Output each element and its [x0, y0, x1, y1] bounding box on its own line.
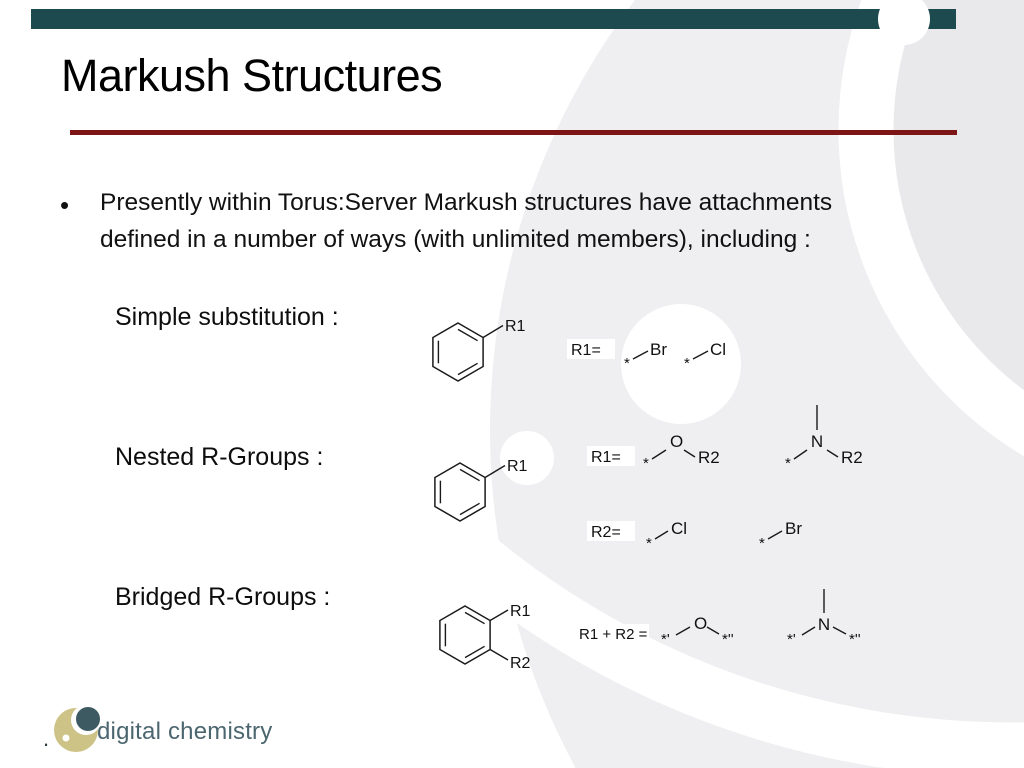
r1-definition-simple: R1= * Br * Cl: [567, 339, 726, 372]
svg-text:R1: R1: [505, 318, 526, 335]
logo-moon-dot: [76, 707, 100, 731]
svg-text:Br: Br: [650, 340, 667, 359]
bg-circle-white-large: [621, 304, 741, 424]
svg-text:*: *: [684, 355, 690, 372]
bg-ring-bottom: [146, 0, 1024, 768]
svg-text:*': *': [787, 631, 796, 648]
svg-text:N: N: [811, 432, 823, 451]
benzene-r1-simple: R1: [432, 318, 526, 382]
top-bar: [31, 9, 956, 29]
r1r2-definition-bridged: R1 + R2 = *' O *'' *' N *'': [575, 589, 861, 648]
r2-definition-nested: R2= * Cl * Br: [587, 519, 802, 552]
svg-text:*: *: [624, 355, 630, 372]
svg-text:*: *: [759, 535, 765, 552]
svg-text:R1 + R2 =: R1 + R2 =: [579, 626, 648, 643]
svg-text:R1: R1: [507, 458, 528, 475]
top-bar-circle-accent: [878, 0, 930, 45]
svg-text:Br: Br: [785, 519, 802, 538]
svg-text:O: O: [694, 614, 707, 633]
svg-text:R2: R2: [510, 655, 531, 672]
logo-period: .: [43, 726, 50, 751]
r1-definition-nested: R1= * O R2 * N R2: [587, 405, 863, 472]
svg-text:R2: R2: [698, 448, 720, 467]
benzene-r1-nested: R1: [434, 458, 528, 522]
digital-chemistry-logo-text: digital chemistry: [97, 718, 273, 745]
svg-text:*: *: [646, 535, 652, 552]
bullet-text-line2: defined in a number of ways (with unlimi…: [100, 226, 811, 253]
svg-text:Cl: Cl: [710, 340, 726, 359]
svg-text:R2=: R2=: [591, 524, 621, 541]
svg-text:N: N: [818, 615, 830, 634]
svg-text:Cl: Cl: [671, 519, 687, 538]
svg-text:*: *: [643, 455, 649, 472]
title-rule: [70, 130, 957, 135]
svg-text:R1: R1: [510, 603, 531, 620]
svg-text:R2: R2: [841, 448, 863, 467]
page-title: Markush Structures: [61, 50, 443, 101]
section-label-simple-substitution: Simple substitution :: [115, 303, 339, 331]
svg-text:*'': *'': [849, 631, 861, 648]
svg-text:O: O: [670, 432, 683, 451]
bg-circle-white-small: [500, 431, 554, 485]
section-label-bridged-r-groups: Bridged R-Groups :: [115, 583, 331, 611]
digital-chemistry-logo-icon: [54, 705, 101, 752]
svg-text:R1=: R1=: [591, 449, 621, 466]
section-label-nested-r-groups: Nested R-Groups :: [115, 443, 324, 471]
benzene-r1r2-bridged: R1 R2: [439, 603, 531, 672]
bullet-marker: •: [60, 190, 70, 220]
svg-text:R1=: R1=: [571, 342, 601, 359]
bullet-text-line1: Presently within Torus:Server Markush st…: [100, 189, 833, 216]
svg-text:*: *: [785, 455, 791, 472]
svg-text:*': *': [661, 631, 670, 648]
svg-text:*'': *'': [722, 631, 734, 648]
logo-small-white-dot: [62, 734, 70, 742]
